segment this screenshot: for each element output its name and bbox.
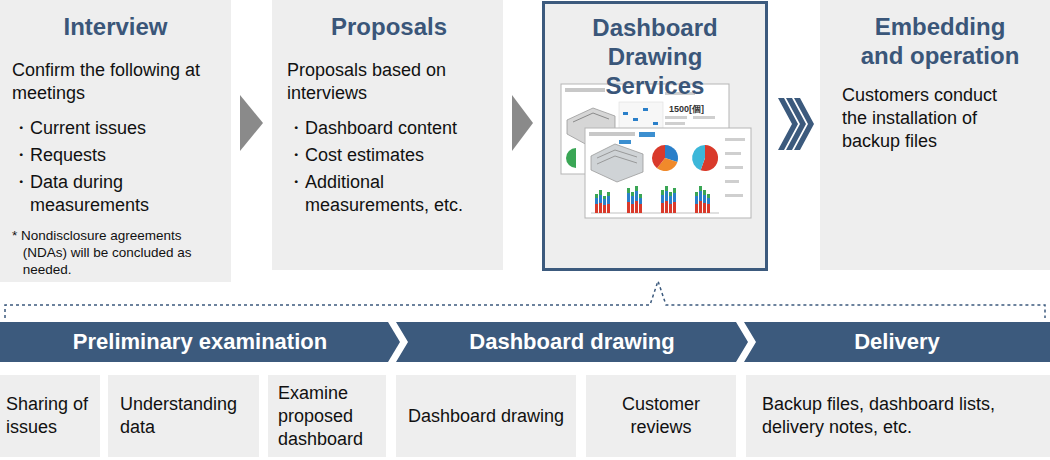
node-text: Sharing of issues	[6, 393, 94, 439]
screen-front	[585, 128, 751, 218]
bullet-item: ・Additional measurements, etc.	[287, 171, 491, 217]
dashed-bracket-line	[5, 281, 1045, 318]
task-box: Dashboard drawing	[396, 375, 576, 457]
machine-detail	[573, 113, 609, 122]
text-line	[693, 116, 715, 119]
step-title: Dashboard Drawing Services	[557, 13, 753, 100]
phase-band: Preliminary examination	[0, 322, 400, 362]
step-panel: InterviewConfirm the following at meetin…	[0, 0, 231, 282]
node-text: Preliminary examination	[73, 329, 327, 355]
screen-title-bar	[565, 88, 605, 92]
chart-bar	[665, 186, 668, 213]
text-line	[665, 122, 685, 125]
node-text: Customers conduct the installation of ba…	[842, 84, 1022, 153]
chart-bar	[635, 186, 638, 213]
bullet-item: ・Requests	[12, 144, 219, 167]
chart-mark	[643, 108, 648, 111]
chart-bar	[607, 192, 610, 213]
node-text: Dashboard drawing	[408, 405, 564, 428]
node-text: Examine proposed dashboard	[278, 382, 376, 451]
pie-fragment	[566, 148, 576, 168]
triangle-head	[512, 95, 533, 151]
step-panel: Embedding and operationCustomers conduct…	[820, 0, 1050, 270]
screen-tab	[639, 132, 655, 137]
chart-bar	[627, 188, 630, 213]
chart-bar	[703, 190, 706, 213]
step-title: Embedding and operation	[853, 12, 1028, 70]
text-line	[725, 138, 745, 141]
band-fill	[744, 322, 1050, 362]
flow-arrow	[778, 98, 814, 150]
pie-slice	[692, 145, 705, 170]
node-text: Confirm the following at meetings	[12, 59, 219, 105]
bullet-item: ・Current issues	[12, 117, 219, 140]
chevron-head	[794, 98, 814, 150]
flow-arrow	[512, 95, 533, 151]
flow-arrow	[240, 95, 263, 151]
chart-mark	[653, 122, 658, 125]
highlight-panel: Dashboard Drawing Services 1500[個]	[542, 1, 768, 271]
triangle-head	[240, 95, 263, 151]
chart-mark	[623, 112, 628, 115]
step-title: Interview	[12, 12, 219, 41]
node-text: Proposals based on interviews	[287, 59, 491, 105]
chart-mark	[633, 118, 638, 121]
footnote: * Nondisclosure agreements (NDAs) will b…	[12, 227, 219, 278]
text-line	[725, 194, 743, 197]
bullet-item: ・Data during measurements	[12, 171, 219, 217]
text-line	[665, 116, 687, 119]
phase-band: Dashboard drawing	[396, 322, 748, 362]
screen-tag	[619, 140, 631, 144]
phase-band: Delivery	[744, 322, 1050, 362]
chart-bar	[661, 190, 664, 213]
chart-bar	[695, 192, 698, 213]
bullet-item: ・Dashboard content	[287, 117, 491, 140]
chart-bar	[673, 188, 676, 213]
task-box: Sharing of issues	[0, 375, 100, 457]
task-box: Examine proposed dashboard	[268, 375, 386, 457]
task-box: Understanding data	[108, 375, 259, 457]
node-text: Dashboard drawing	[469, 329, 674, 355]
chart-bar	[603, 196, 606, 213]
chart-bar	[669, 192, 672, 213]
band-fill	[0, 322, 400, 362]
text-line	[725, 152, 741, 155]
node-text: Backup files, dashboard lists, delivery …	[762, 393, 1034, 439]
task-box: Backup files, dashboard lists, delivery …	[746, 375, 1050, 457]
step-panel: ProposalsProposals based on interviews ・D…	[272, 0, 503, 270]
text-line	[725, 166, 743, 169]
pie-slice	[652, 145, 665, 168]
node-text: Delivery	[854, 329, 940, 355]
chart-bar	[599, 190, 602, 213]
node-text: Customer reviews	[594, 393, 728, 439]
screen-title-bar	[589, 132, 635, 136]
text-line	[725, 180, 739, 183]
chart-bar	[595, 194, 598, 213]
chart-bar	[699, 186, 702, 213]
chart-bar	[639, 194, 642, 213]
factory-picture	[591, 144, 643, 182]
factory-detail	[597, 150, 637, 164]
task-box: Customer reviews	[586, 375, 736, 457]
chart-bar	[631, 192, 634, 213]
bullet-item: ・Cost estimates	[287, 144, 491, 167]
node-text: Understanding data	[120, 393, 247, 439]
band-fill	[396, 322, 748, 362]
dashboard-illustration	[553, 82, 765, 222]
chart-bar	[707, 194, 710, 213]
illustration-number: 1500[個]	[669, 104, 704, 114]
step-title: Proposals	[287, 12, 491, 41]
